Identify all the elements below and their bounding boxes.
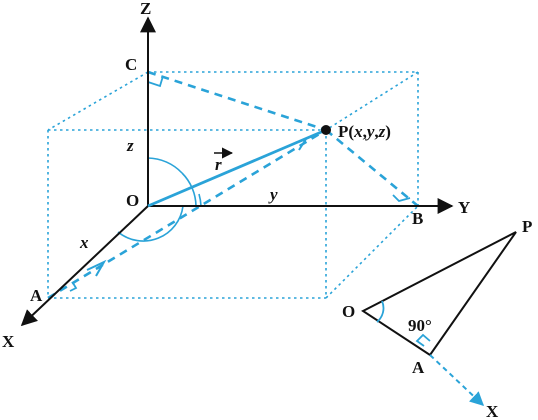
right-angle-marks <box>69 75 411 292</box>
inset-x-extension <box>429 354 485 406</box>
inset-triangle: O P A X 90° <box>342 217 532 420</box>
projection-dashed-lines <box>47 70 419 300</box>
inset-angle-label: 90° <box>408 316 432 335</box>
label-point-p: P(x,y,z) <box>338 122 391 141</box>
label-point-a: A <box>30 286 43 305</box>
label-vector-r: r <box>215 155 222 174</box>
triangle-opa <box>361 231 517 357</box>
inset-label-a: A <box>412 358 425 377</box>
inset-label-o: O <box>342 302 355 321</box>
label-var-z: z <box>126 136 134 155</box>
inset-label-p: P <box>522 217 532 236</box>
label-point-b: B <box>412 209 423 228</box>
inset-angle-arc-o <box>376 300 385 323</box>
label-x-axis: X <box>2 332 15 351</box>
x-axis <box>20 205 149 327</box>
label-var-x: x <box>79 233 89 252</box>
inset-right-angle-mark <box>415 333 431 347</box>
point-p-dot <box>321 125 331 135</box>
label-z-axis: Z <box>140 0 151 18</box>
position-vector-r <box>147 128 327 208</box>
label-point-c: C <box>125 55 137 74</box>
label-origin: O <box>126 191 139 210</box>
coordinate-axes <box>20 16 454 327</box>
label-var-y: y <box>268 185 278 204</box>
label-y-axis: Y <box>458 198 470 217</box>
inset-label-x: X <box>486 402 499 420</box>
box-dotted-edges <box>47 71 419 299</box>
